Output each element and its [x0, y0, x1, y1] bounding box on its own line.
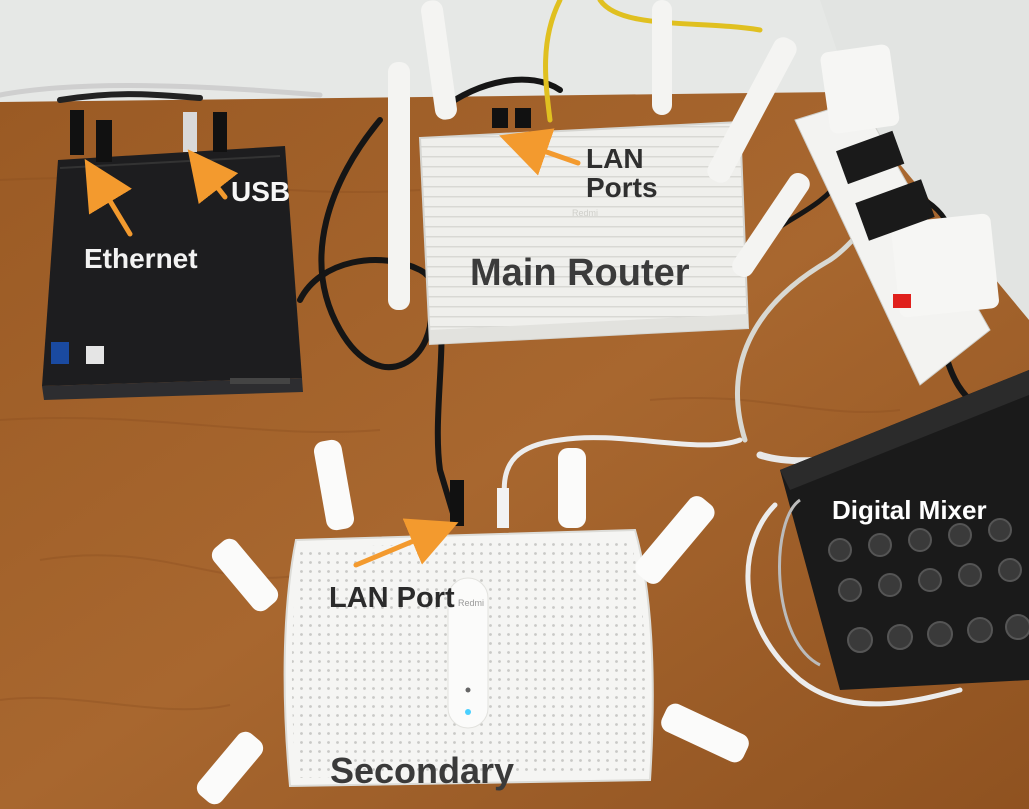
arrow-ethernet	[84, 158, 133, 237]
usb-label: USB	[231, 176, 291, 207]
router-antenna	[661, 703, 749, 763]
secondary-label: Secondary	[330, 750, 515, 791]
router-antenna	[388, 62, 410, 310]
svg-text:Redmi: Redmi	[572, 208, 598, 218]
main-router-label: Main Router	[470, 252, 690, 294]
lan-port-label: LAN Port	[329, 582, 455, 614]
router-antenna	[558, 448, 586, 528]
main-router: Redmi	[388, 0, 810, 346]
power-indicator-light	[893, 294, 911, 308]
digital-mixer	[778, 370, 1029, 690]
router-antenna	[707, 37, 797, 183]
annotation-arrows	[84, 128, 581, 568]
digital-mixer-label: Digital Mixer	[832, 495, 987, 525]
lan-ports-label-line2: Ports	[586, 172, 658, 204]
lan-ports-label-line1: LAN	[586, 143, 644, 174]
arrow-lan-port	[353, 518, 459, 568]
router-antenna	[211, 538, 279, 612]
ethernet-label: Ethernet	[84, 243, 198, 274]
arrow-lan-ports	[499, 128, 581, 176]
router-antenna	[732, 172, 810, 278]
status-led	[465, 709, 471, 715]
router-antenna	[196, 731, 264, 805]
intel-sticker	[51, 342, 69, 364]
lan-ports-label: LAN Ports	[586, 144, 658, 203]
router-antenna	[313, 439, 355, 531]
energy-star-sticker	[86, 346, 104, 364]
power-strip	[794, 44, 999, 386]
arrow-usb	[187, 149, 239, 205]
router-antenna	[652, 0, 672, 115]
svg-text:Redmi: Redmi	[458, 598, 484, 608]
router-antenna	[635, 496, 715, 584]
router-antenna	[421, 0, 457, 120]
secondary-router: Redmi	[196, 439, 749, 805]
